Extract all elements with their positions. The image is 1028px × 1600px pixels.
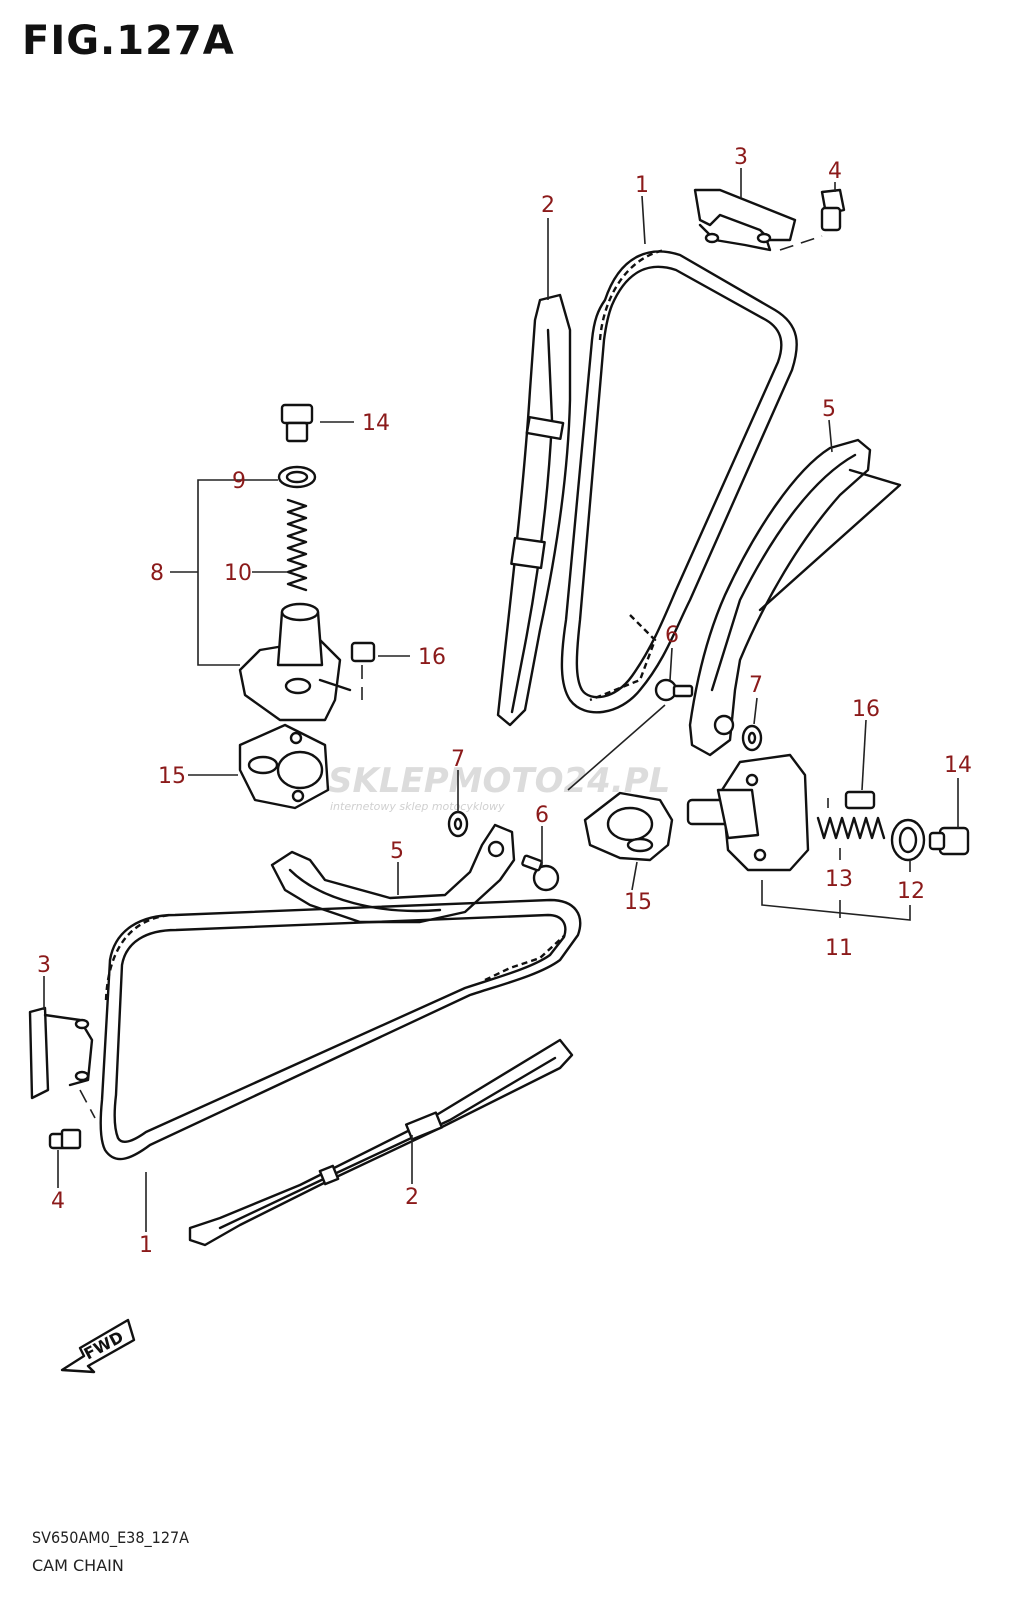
figure-title: FIG.127A [22,18,235,64]
fwd-arrow: FWD [60,1318,136,1374]
callout-2-bottom: 2 [405,1185,419,1210]
bolt-top [779,188,846,251]
callout-14-left: 14 [362,411,390,436]
callout-3-bottom: 3 [37,953,51,978]
chain-guide-upper [496,293,572,727]
callout-14-right: 14 [944,753,972,778]
chain-retainer-top [693,188,797,252]
bolt-lower [48,1089,96,1150]
tensioner-assembly-left [197,403,376,810]
callout-5-bottom: 5 [390,839,404,864]
callout-7-top: 7 [749,673,763,698]
callout-6-bottom: 6 [535,803,549,828]
callout-4-bottom: 4 [51,1189,65,1214]
figure-subtitle: CAM CHAIN [32,1556,124,1575]
callout-2-top: 2 [541,193,555,218]
cam-chain-upper [560,248,798,714]
callout-4-top: 4 [828,159,842,184]
cam-chain-lower [99,898,582,1161]
chain-retainer-lower [28,1006,94,1100]
tensioner-assembly-right [583,753,970,921]
callout-labels: 1 2 3 4 5 14 9 8 10 16 6 7 16 14 15 7 6 … [37,145,972,1258]
callout-16-right: 16 [852,697,880,722]
callout-1-bottom: 1 [139,1233,153,1258]
callout-8: 8 [150,561,164,586]
callout-15-left: 15 [158,764,186,789]
figure-code: SV650AM0_E38_127A [32,1528,189,1547]
watermark-tagline: internetowy sklep motocyklowy [330,800,505,813]
chain-guide-lower [188,1038,574,1247]
tensioner-guide-lower [270,823,516,924]
callout-6-top: 6 [665,623,679,648]
callout-7-bottom: 7 [451,747,465,772]
watermark-brand: SKLEPMOTO24.PL [328,761,670,801]
callout-12: 12 [897,879,925,904]
watermark: SKLEPMOTO24.PL internetowy sklep motocyk… [328,761,670,813]
callout-3-top: 3 [734,145,748,170]
callout-5-top: 5 [822,397,836,422]
callout-15-right: 15 [624,890,652,915]
callout-13: 13 [825,867,853,892]
callout-11: 11 [825,936,853,961]
leader-lines [43,168,959,1232]
callout-9: 9 [232,469,246,494]
callout-1-top: 1 [635,173,649,198]
washers-bolts-middle [447,678,763,892]
callout-10: 10 [224,561,252,586]
tensioner-guide-upper [688,438,902,757]
callout-16-left: 16 [418,645,446,670]
